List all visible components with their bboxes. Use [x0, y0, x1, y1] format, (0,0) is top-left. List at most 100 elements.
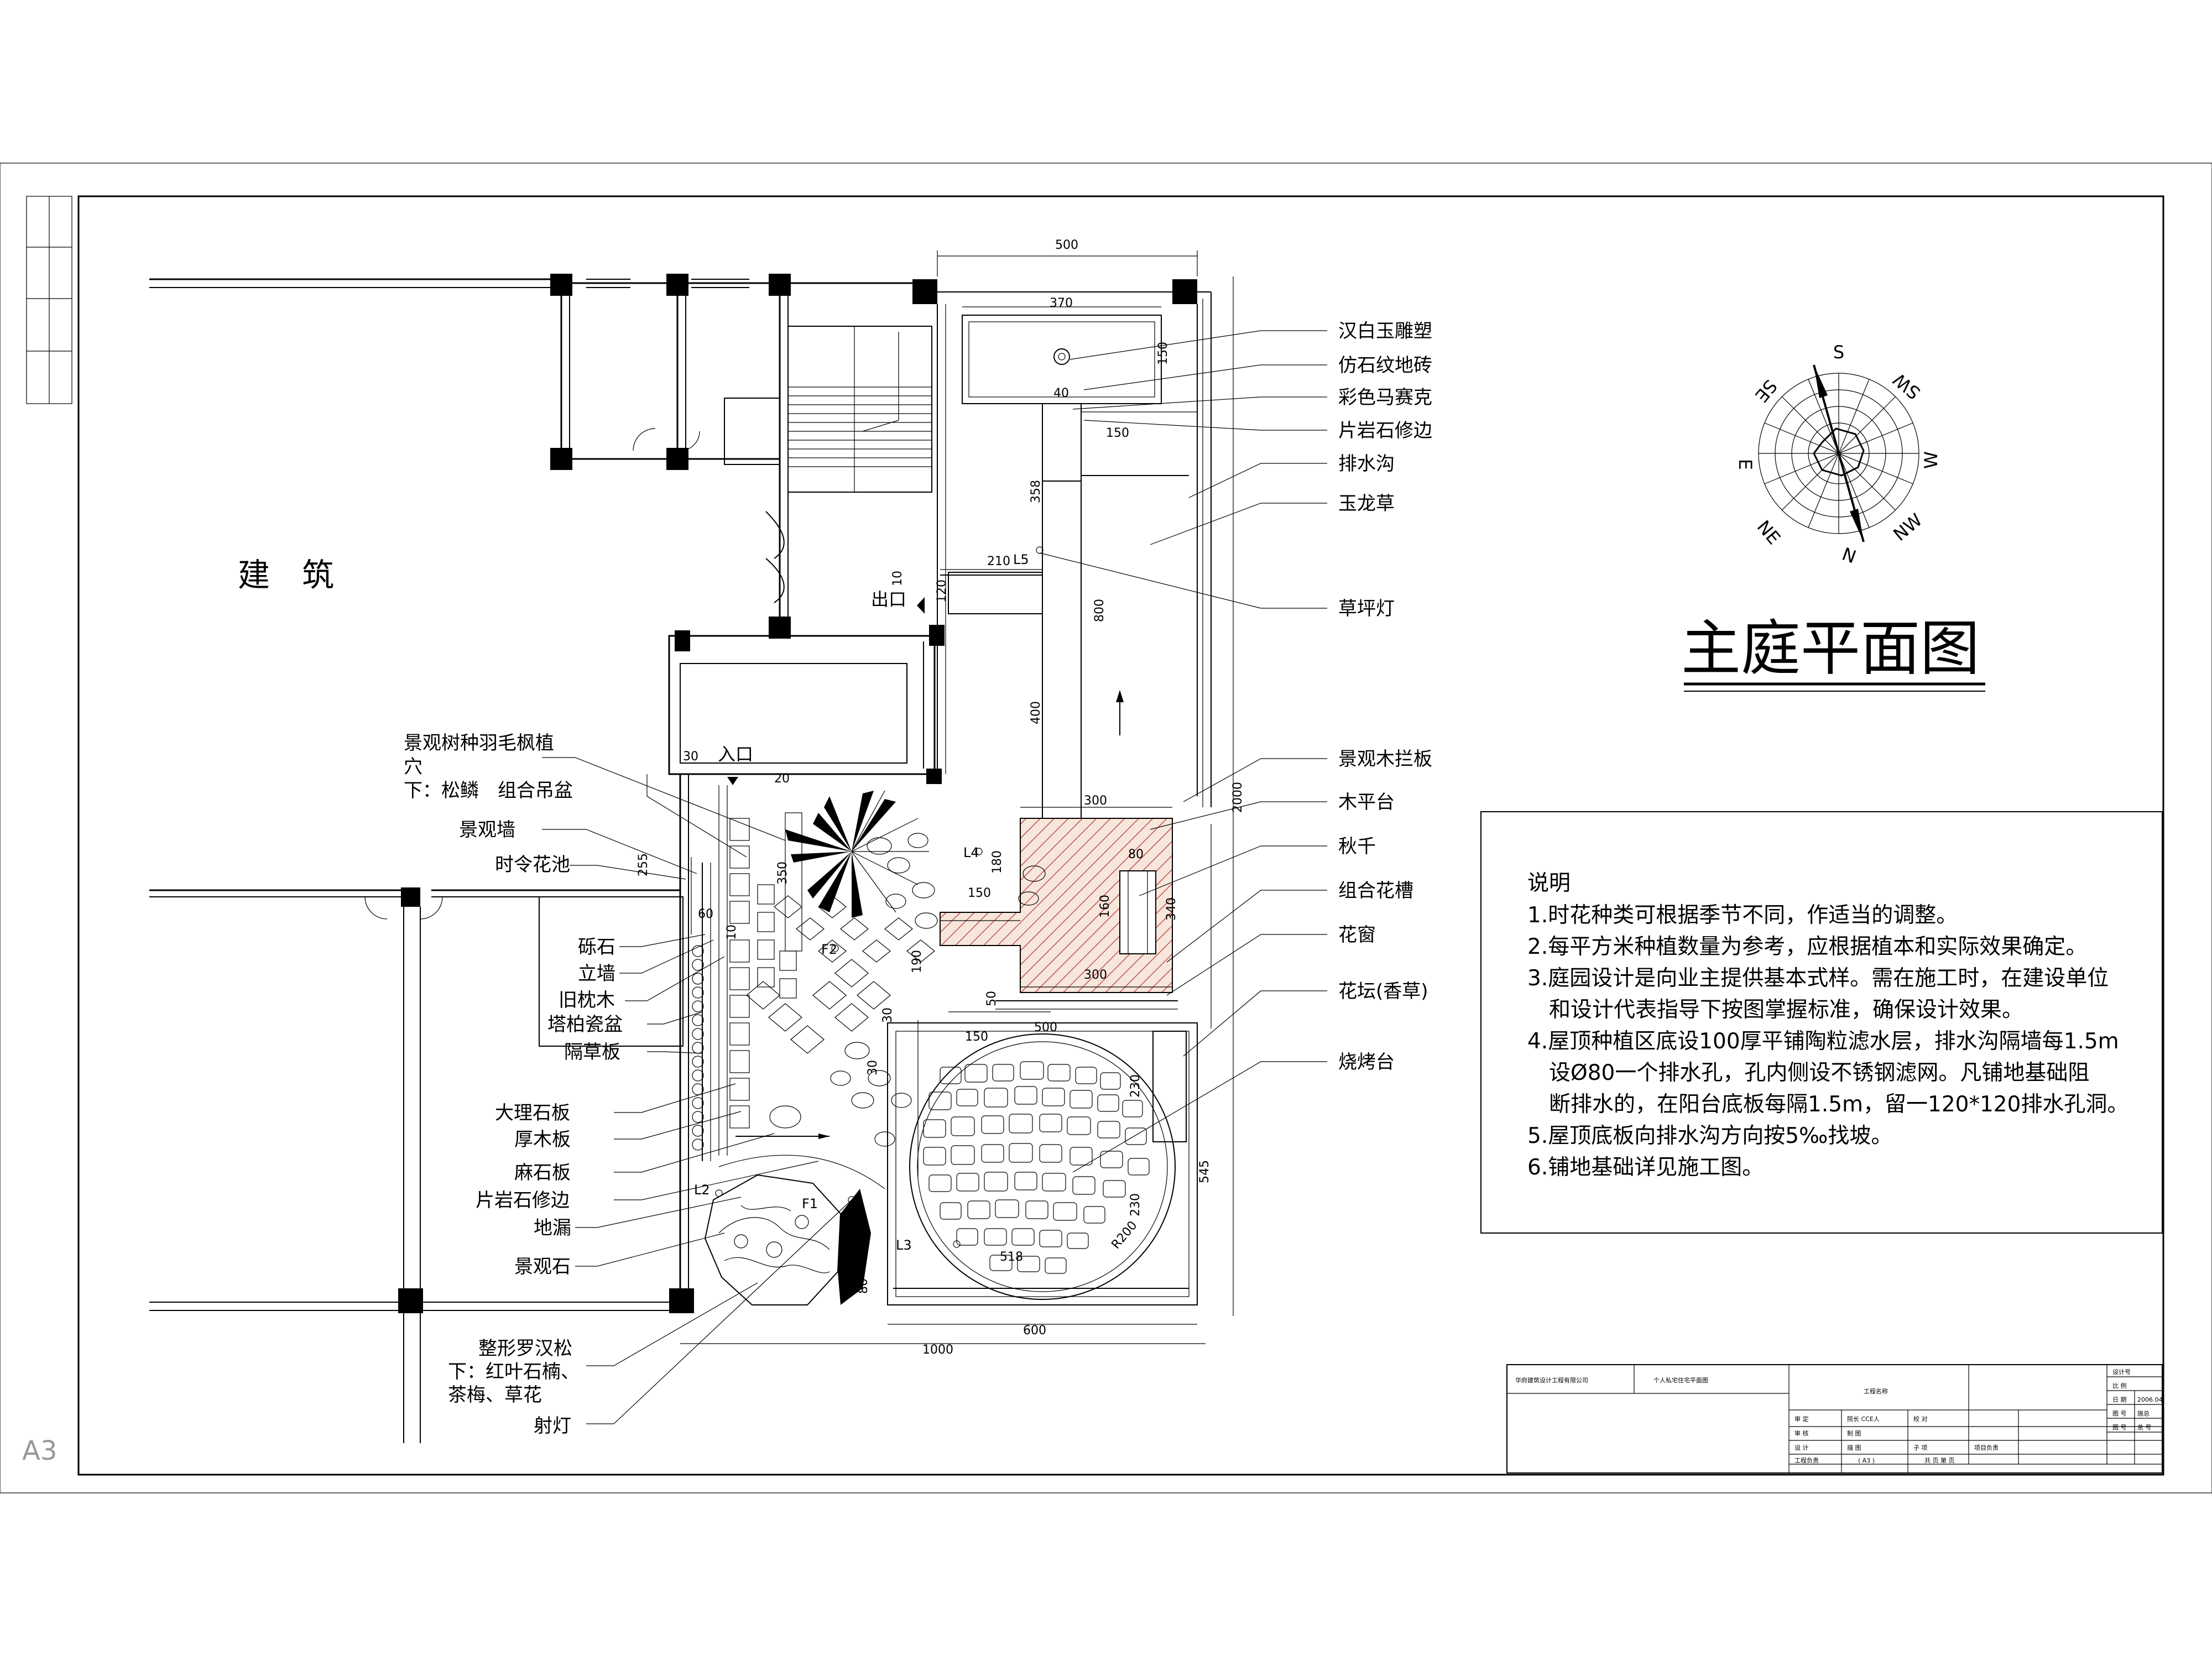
label-jade-grass: 玉龙草 [1338, 493, 1395, 515]
label-swing: 秋千 [1338, 835, 1376, 858]
tb-review: 审 核 [1794, 1429, 1809, 1437]
label-tree-pit-line3: 下：松鳞 组合吊盆 [404, 780, 573, 802]
label-floor-drain: 地漏 [534, 1217, 571, 1239]
garden-plan: 500 370 150 40 150 358 800 210 120 400 3… [637, 238, 1245, 1357]
dim-600: 600 [1023, 1324, 1046, 1338]
note-line-4: 和设计代表指导下按图掌握标准，确保设计效果。 [1527, 997, 2023, 1022]
dim-50: 50 [985, 991, 999, 1006]
compass-s: S [1833, 342, 1844, 363]
sheet-size-mark: A3 [22, 1435, 57, 1466]
dim-500-top: 500 [1055, 238, 1078, 252]
label-lawn-light: 草坪灯 [1338, 598, 1395, 620]
labels-right: 汉白玉雕塑 仿石纹地砖 彩色马赛克 片岩石修边 排水沟 玉龙草 草坪灯 景观木拦… [1338, 320, 1432, 1073]
tb-project-lead: 项目负责 [1974, 1444, 1999, 1451]
leader-lines-right [1039, 330, 1327, 1173]
dim-230-a: 230 [1129, 1074, 1142, 1098]
note-line-3: 3.庭园设计是向业主提供基本式样。需在施工时，在建设单位 [1527, 966, 2109, 991]
tb-date-value: 2006.04 [2137, 1396, 2163, 1403]
note-line-6: 设Ø80一个排水孔，孔内侧设不锈钢滤网。凡铺地基础阻 [1527, 1061, 2089, 1085]
label-wood-deck: 木平台 [1338, 791, 1395, 813]
dim-300-a: 300 [1084, 794, 1107, 808]
drain-f1: F1 [802, 1196, 818, 1211]
note-line-9: 6.铺地基础详见施工图。 [1527, 1155, 1764, 1180]
sheet-frame [0, 163, 2212, 1493]
rock-garden [704, 1155, 885, 1305]
dim-190: 190 [910, 950, 924, 973]
dim-r200: R200 [1109, 1219, 1140, 1252]
building-outline [149, 274, 1197, 1443]
label-wood-rail: 景观木拦板 [1338, 748, 1432, 770]
light-l5: L5 [1013, 552, 1029, 567]
dim-518: 518 [1000, 1250, 1023, 1264]
tb-project: 个人私宅住宅平面图 [1653, 1376, 1708, 1384]
note-line-8: 5.屋顶底板向排水沟方向按5‰找坡。 [1527, 1124, 1892, 1148]
compass-n: N [1839, 544, 1859, 568]
dim-150-b: 150 [1106, 426, 1129, 440]
label-marble: 大理石板 [495, 1102, 570, 1124]
dim-180: 180 [990, 850, 1004, 874]
label-tree-pit-line1: 景观树种羽毛枫植 [404, 732, 554, 754]
tb-eng-lead: 工程负责 [1794, 1456, 1819, 1464]
tb-drawing-no: 图 号 [2112, 1410, 2127, 1417]
drain-f2: F2 [821, 942, 837, 957]
label-pine-line3: 茶梅、草花 [448, 1384, 542, 1406]
tb-sheet-code: 施总 [2137, 1409, 2150, 1417]
tb-a3: ( A3 ) [1858, 1457, 1875, 1464]
tb-draw: 制 图 [1847, 1430, 1861, 1437]
tb-scale: 比 例 [2112, 1382, 2127, 1390]
dim-40: 40 [1053, 386, 1069, 400]
compass-ne: NE [1753, 516, 1785, 549]
label-herb-bed: 花坛(香草) [1338, 980, 1428, 1002]
dim-210: 210 [987, 555, 1010, 568]
label-pine-line2: 下：红叶石楠、 [448, 1361, 580, 1383]
label-stone-tile: 仿石纹地砖 [1338, 354, 1432, 377]
dim-10-a: 10 [725, 924, 739, 940]
hedge-balls [692, 945, 704, 1151]
note-line-2: 2.每平方米种植数量为参考，应根据植本和实际效果确定。 [1527, 934, 2087, 959]
label-granite: 麻石板 [514, 1162, 571, 1184]
plan-title: 主庭平面图 [1681, 614, 1980, 683]
tb-trace: 描 图 [1847, 1444, 1861, 1451]
dim-400: 400 [1029, 701, 1043, 724]
dim-350: 350 [776, 861, 790, 885]
tb-drawing-no-2: 图 号 [2112, 1424, 2127, 1431]
note-line-1: 1.时花种类可根据季节不同，作适当的调整。 [1527, 903, 1958, 928]
label-sculpture: 汉白玉雕塑 [1338, 320, 1432, 342]
building-label: 建 筑 [238, 556, 334, 594]
exit-label: 出口 [871, 589, 906, 610]
label-shale-edge-right: 片岩石修边 [1338, 420, 1432, 442]
tb-design: 设 计 [1794, 1444, 1809, 1451]
labels-left: 景观树种羽毛枫植 穴 下：松鳞 组合吊盆 景观墙 时令花池 砾石 立墙 旧枕木 … [404, 732, 623, 1437]
circle-paving [923, 1061, 1150, 1274]
dim-358: 358 [1029, 480, 1043, 503]
label-flower-window: 花窗 [1338, 924, 1376, 946]
leader-lines-left [542, 757, 852, 1424]
notes-heading: 说明 [1527, 871, 1571, 896]
dimension-texts: 500 370 150 40 150 358 800 210 120 400 3… [637, 238, 1245, 1357]
dim-30-b: 30 [866, 1060, 880, 1075]
tb-check: 校 对 [1913, 1415, 1928, 1423]
dim-80-a: 80 [1128, 848, 1144, 861]
dim-20: 20 [774, 772, 790, 786]
label-shale-edge-left: 片岩石修边 [476, 1189, 570, 1211]
label-pine-line1: 整形罗汉松 [478, 1338, 572, 1360]
label-thick-wood: 厚木板 [514, 1129, 571, 1151]
dim-2000: 2000 [1231, 782, 1245, 813]
dim-60: 60 [698, 907, 713, 921]
label-standing-wall: 立墙 [578, 963, 615, 985]
tb-project-name: 工程名称 [1864, 1387, 1888, 1395]
dim-370: 370 [1050, 296, 1073, 310]
entrance-label: 入口 [718, 744, 753, 765]
dim-1000: 1000 [922, 1343, 953, 1357]
dim-340: 340 [1165, 897, 1178, 921]
light-l2: L2 [694, 1182, 710, 1198]
landscape-tree-symbol [785, 790, 929, 918]
label-grass-board: 隔草板 [564, 1041, 620, 1063]
light-l4: L4 [963, 845, 979, 860]
compass-e: E [1735, 459, 1756, 470]
label-old-sleeper: 旧枕木 [559, 989, 615, 1011]
compass-nw: NW [1889, 509, 1926, 545]
dim-545: 545 [1198, 1160, 1212, 1183]
dim-80-b: 80 [857, 1278, 870, 1294]
